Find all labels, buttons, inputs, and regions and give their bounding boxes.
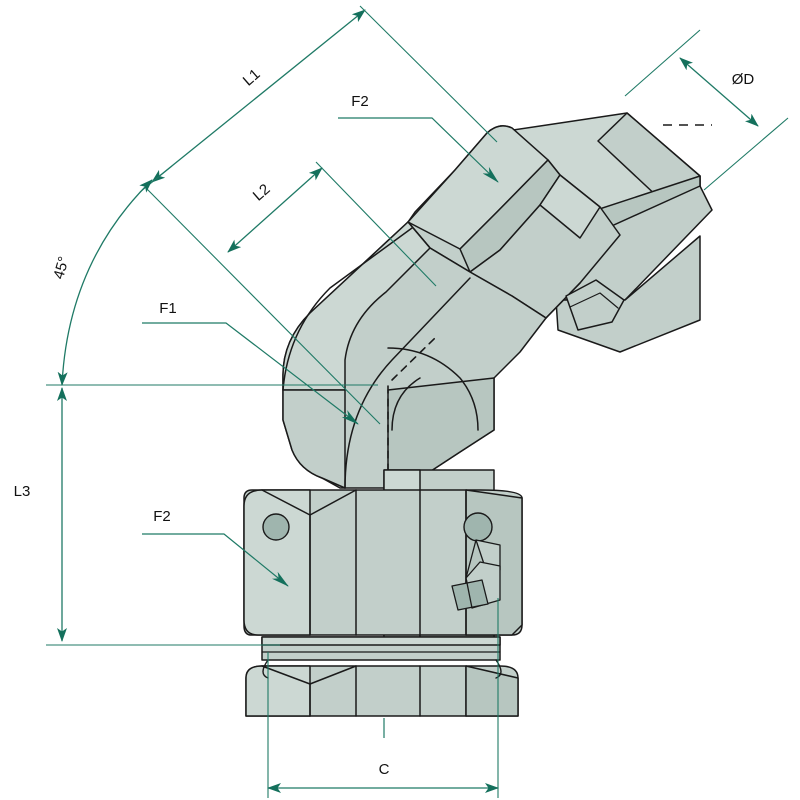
dimension-l2[interactable] <box>227 167 323 253</box>
dimension-angle-45[interactable] <box>57 179 153 386</box>
flange-band <box>261 636 501 661</box>
label-l2: L2 <box>250 181 274 205</box>
label-c: C <box>379 761 390 778</box>
dimension-annotations <box>46 5 789 798</box>
dimension-angle-arc <box>57 179 153 386</box>
dimension-od[interactable] <box>624 29 789 191</box>
upper-swivel-nut <box>407 125 561 273</box>
dimension-c[interactable] <box>267 598 499 798</box>
dimension-od-witness-lower <box>703 117 789 191</box>
bottom-hex-nut <box>245 665 519 717</box>
fitting-body-geometry <box>243 112 713 717</box>
callout-f2-bottom[interactable] <box>142 533 289 587</box>
retaining-clip-detail <box>451 539 501 611</box>
dimension-od-witness-upper <box>624 29 701 97</box>
label-l1: L1 <box>240 66 264 90</box>
elbow-bore-curves <box>282 227 479 489</box>
callout-f1-leader <box>142 322 359 425</box>
callout-f1[interactable] <box>142 322 359 425</box>
dimension-l2-line <box>227 167 323 253</box>
pin-hole-left-circle <box>262 513 290 541</box>
dimension-l3[interactable] <box>46 384 378 646</box>
label-f1: F1 <box>159 300 177 317</box>
label-f2-top: F2 <box>351 93 369 110</box>
label-od: ØD <box>732 71 755 88</box>
dimension-l1[interactable] <box>139 9 366 193</box>
dimension-od-line <box>679 57 759 127</box>
sleeve-latch-detail <box>565 279 625 331</box>
label-l3: L3 <box>14 483 31 500</box>
label-f2-bottom: F2 <box>153 508 171 525</box>
label-angle-45: 45° <box>50 255 73 281</box>
elbow-hidden-edge <box>387 336 437 483</box>
callout-f2-top-leader <box>338 117 499 183</box>
callout-f2-top[interactable] <box>338 117 499 183</box>
pin-hole-right-circle <box>463 512 493 542</box>
callout-f2-bottom-leader <box>142 533 289 587</box>
dimension-l1-line <box>151 9 366 183</box>
